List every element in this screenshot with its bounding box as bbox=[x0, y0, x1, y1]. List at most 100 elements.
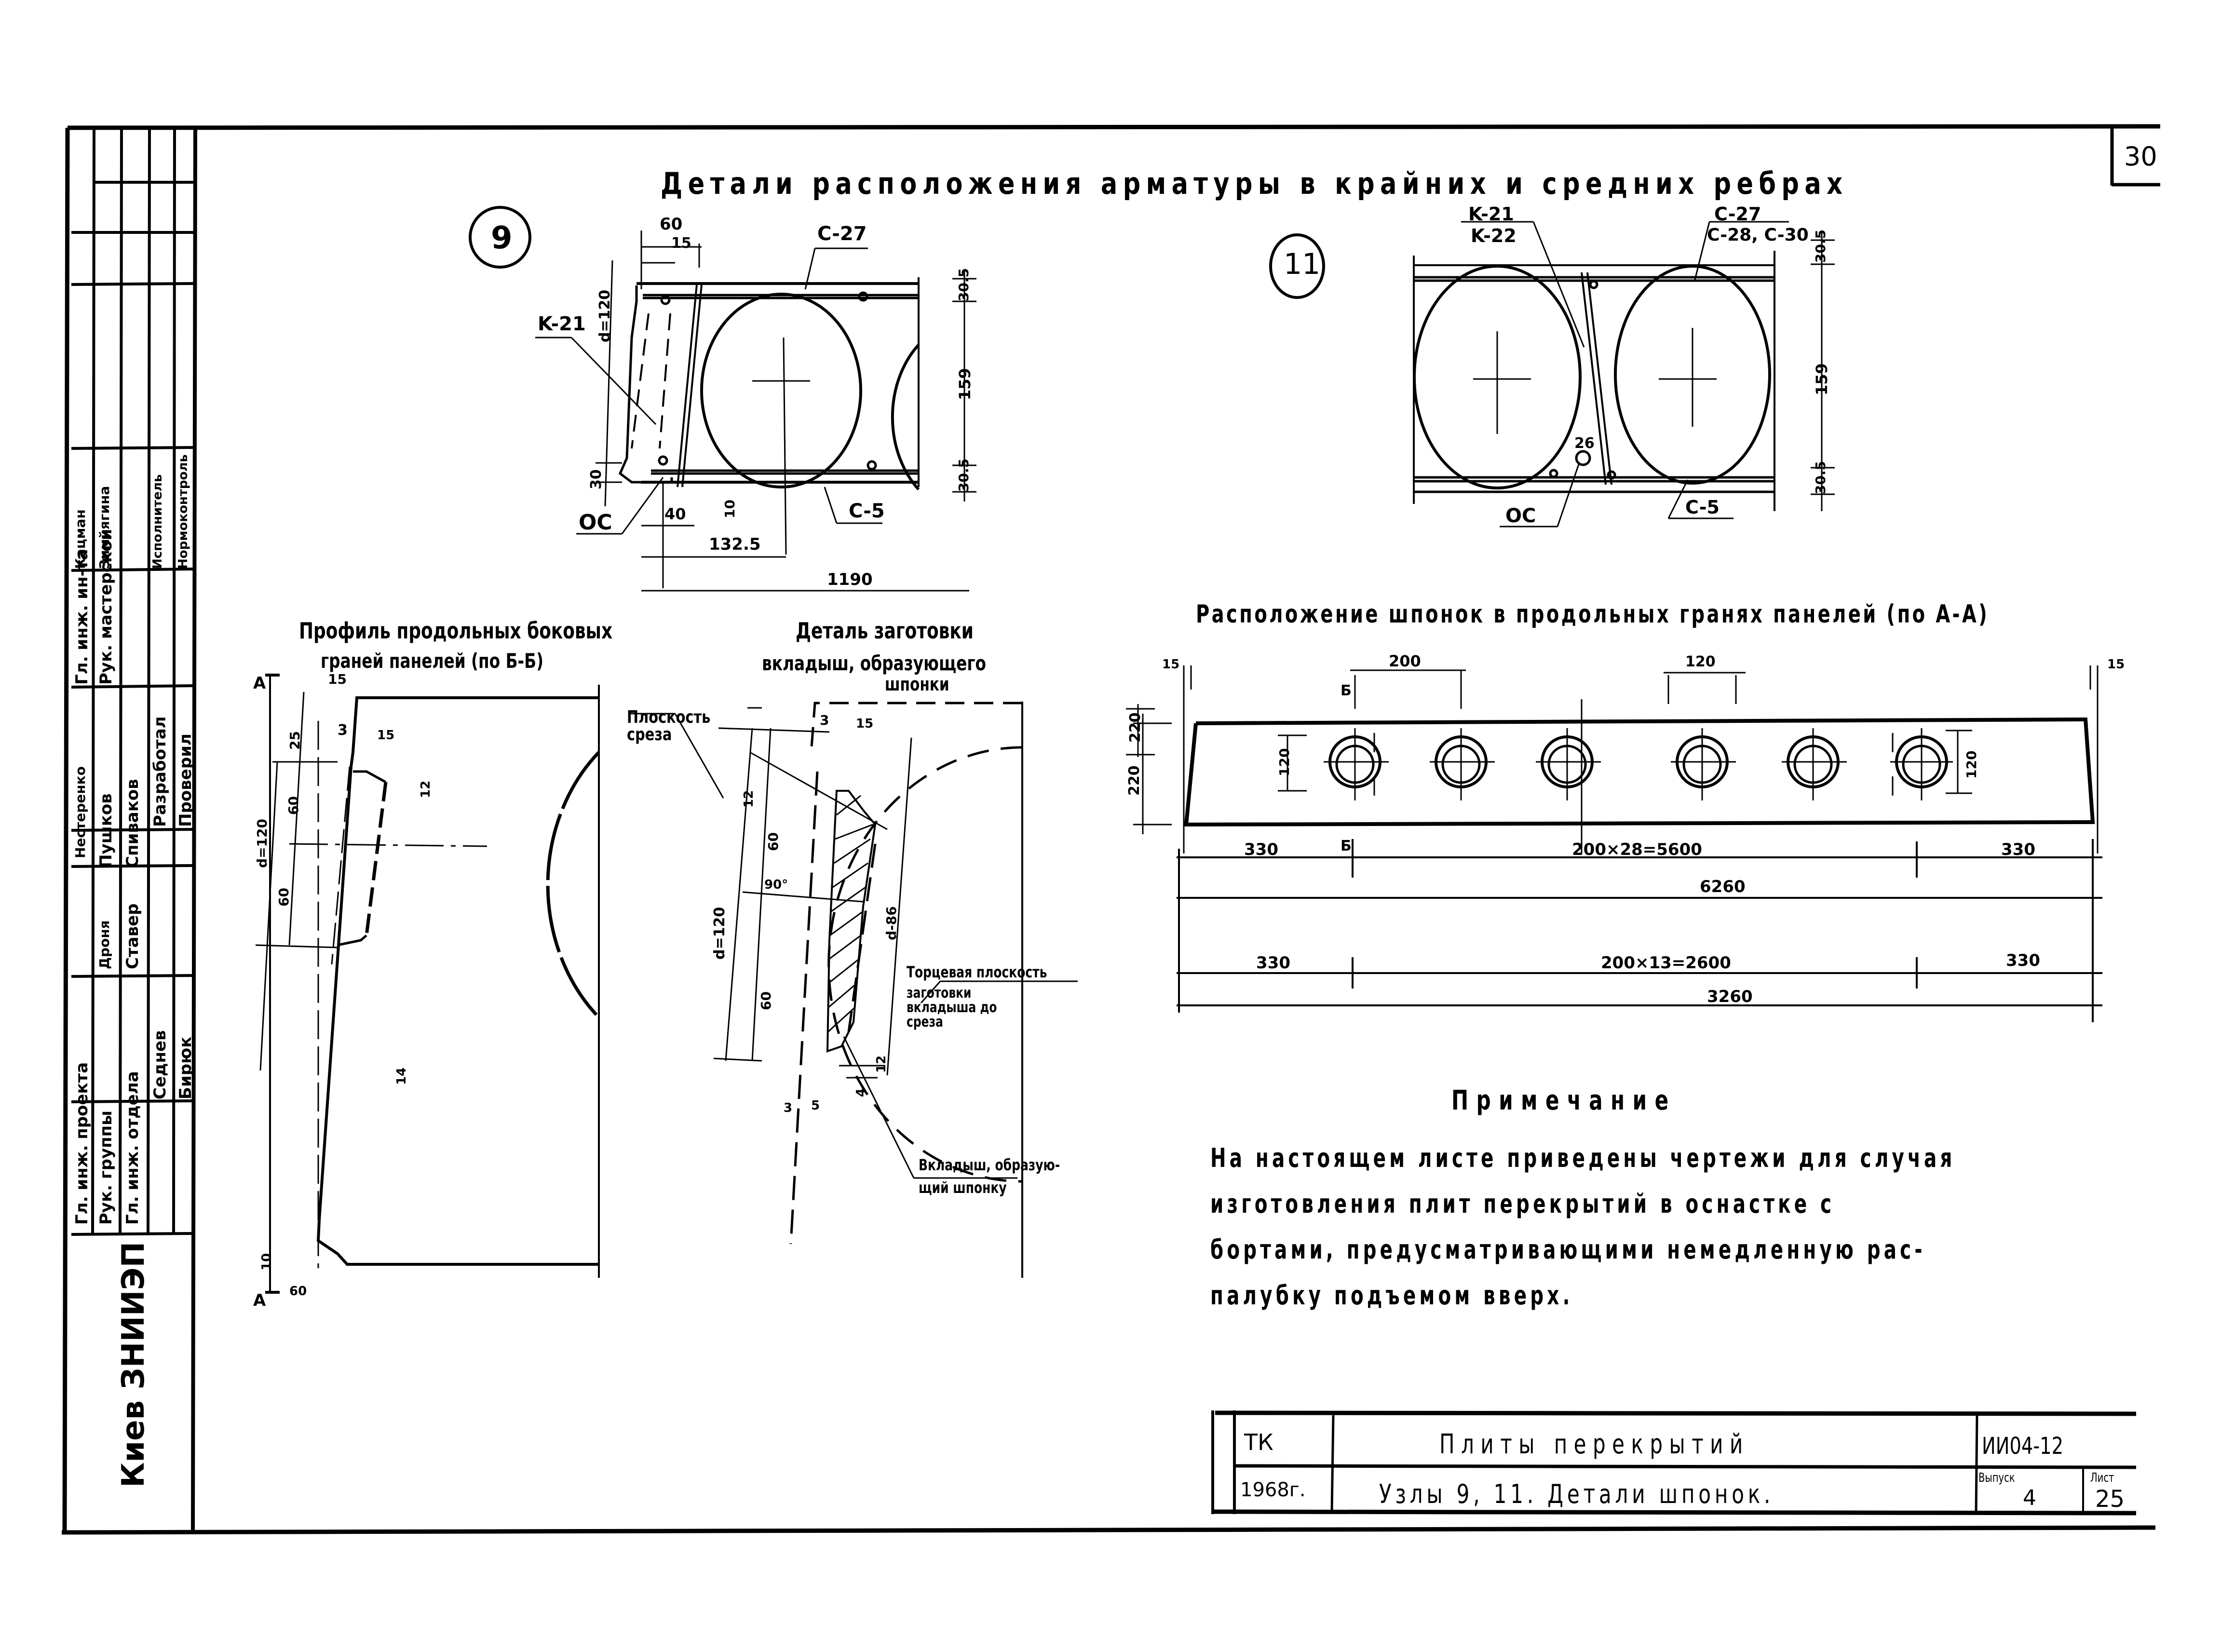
blank-dim-60-top: 60 bbox=[765, 832, 781, 851]
title-block-sheet-label: Лист bbox=[2090, 1471, 2114, 1485]
blank-dim-220: 220 bbox=[1127, 712, 1144, 743]
keys-dim-15-left: 15 bbox=[1162, 657, 1180, 672]
node-11-callout-c27: C-27 bbox=[1714, 203, 1761, 225]
node-11-drawing bbox=[1269, 221, 1835, 528]
keys-dim-dia-right: 120 bbox=[1964, 750, 1979, 779]
profile-dim-12: 12 bbox=[419, 780, 433, 798]
keys-row1-right: 330 bbox=[2001, 840, 2035, 859]
stamp-role-3: Гл. инж. проекта bbox=[72, 1062, 92, 1225]
node-9-dim-1325: 132.5 bbox=[709, 535, 761, 554]
stamp-right-name-2: Зимнягина bbox=[96, 486, 112, 569]
title-block-subtitle: Узлы 9, 11. Детали шпонок. bbox=[1379, 1479, 1774, 1509]
keys-section-mark-top: Б bbox=[1341, 682, 1352, 699]
blank-label-end-plane-2: заготовки вкладыша до среза bbox=[907, 985, 997, 1030]
blank-dim-4: 4 bbox=[854, 1088, 868, 1097]
node-11-callout-oc: OC bbox=[1505, 505, 1536, 527]
blank-dim-d86: d-86 bbox=[883, 906, 899, 940]
profile-section-mark-top: А bbox=[253, 674, 266, 693]
node-9-dim-60: 60 bbox=[660, 215, 683, 234]
node-9-dim-15: 15 bbox=[671, 235, 691, 252]
node-9-callout-k21: K-21 bbox=[538, 313, 586, 335]
stamp-name-2: Пушков bbox=[96, 793, 116, 868]
keys-title: Расположение шпонок в продольных гранях … bbox=[1196, 600, 1990, 629]
profile-dim-60-top: 60 bbox=[285, 796, 301, 815]
title-block-title: Плиты перекрытий bbox=[1439, 1429, 1749, 1460]
profile-dim-10: 10 bbox=[259, 1253, 274, 1271]
profile-dim-60b: 60 bbox=[289, 1284, 307, 1299]
keys-dim-dia-left: 120 bbox=[1276, 748, 1292, 776]
node-9-dim-right-top: 30.5 bbox=[956, 268, 972, 301]
node-9-dim-1190: 1190 bbox=[827, 570, 873, 589]
blank-dim-12-top: 12 bbox=[742, 790, 756, 808]
title-block-code: ИИ04-12 bbox=[1982, 1433, 2064, 1460]
blank-dim-60-bot: 60 bbox=[758, 991, 774, 1010]
node-11-dim-right-mid: 159 bbox=[1813, 363, 1831, 395]
keys-panel-drawing bbox=[1133, 665, 2102, 1022]
title-block-org: ТК bbox=[1244, 1429, 1273, 1455]
keys-row1-left: 330 bbox=[1244, 840, 1278, 859]
stamp-archive: Киев ЗНИИЭП bbox=[116, 1241, 151, 1488]
profile-dim-15b: 15 bbox=[377, 728, 395, 743]
blank-title-line3: шпонки bbox=[885, 674, 949, 695]
title-block-year: 1968г. bbox=[1240, 1479, 1306, 1501]
node-9-dim-30: 30 bbox=[588, 469, 605, 489]
node-11-callout-c28-c30: C-28, C-30 bbox=[1707, 225, 1809, 245]
node-11-dim-right-bot: 30.5 bbox=[1813, 460, 1828, 494]
stamp-right-name-4: Дроня bbox=[96, 920, 112, 969]
profile-section-mark-bottom: А bbox=[253, 1291, 266, 1310]
node-9-dim-right-mid: 159 bbox=[956, 368, 974, 400]
stamp-right-name-1: Кацман bbox=[72, 509, 88, 569]
keys-section-mark-bottom: Б bbox=[1341, 838, 1352, 854]
blank-dim-d120: d=120 bbox=[711, 907, 728, 960]
profile-dim-60-bot: 60 bbox=[276, 888, 292, 907]
note-body: На настоящем листе приведены чертежи для… bbox=[1210, 1143, 2078, 1316]
note-line-2: изготовления плит перекрытий в оснастке … bbox=[1210, 1189, 1835, 1219]
blank-dim-angle: 90° bbox=[764, 878, 788, 892]
node-9-label: 9 bbox=[491, 220, 513, 256]
stamp-right-name-3: Нестеренко bbox=[72, 766, 88, 858]
stamp-name-3: Ставер bbox=[123, 903, 142, 969]
profile-dim-15: 15 bbox=[328, 671, 347, 687]
profile-dim-3: 3 bbox=[338, 722, 348, 739]
stamp-grid bbox=[71, 127, 196, 1236]
blank-dim-3-bot: 3 bbox=[784, 1101, 793, 1115]
keys-row2-mid: 200×13=2600 bbox=[1601, 953, 1731, 973]
node-9-callout-c27: C-27 bbox=[817, 223, 867, 245]
blank-label-cut-plane: Плоскость среза bbox=[627, 707, 711, 745]
blank-label-insert-1: Вкладыш, образую- bbox=[919, 1156, 1060, 1174]
node-9-callout-c5: C-5 bbox=[849, 500, 885, 522]
note-line-4: палубку подъемом вверх. bbox=[1210, 1280, 1573, 1311]
node-11-label: 11 bbox=[1284, 247, 1321, 281]
main-title: Детали расположения арматуры в крайних и… bbox=[661, 166, 1848, 201]
title-block-sheet: 25 bbox=[2095, 1486, 2125, 1513]
node-9-dim-40: 40 bbox=[664, 505, 686, 523]
blank-drawing bbox=[629, 702, 1155, 1278]
profile-dim-14: 14 bbox=[394, 1067, 409, 1085]
keys-dim-pitch: 200 bbox=[1389, 652, 1421, 670]
node-9-dim-10: 10 bbox=[722, 500, 738, 518]
note-line-1: На настоящем листе приведены чертежи для… bbox=[1210, 1143, 1956, 1173]
node-9-dim-d: d=120 bbox=[596, 289, 613, 342]
stamp-right-role-4: Нормоконтроль bbox=[176, 454, 190, 569]
blank-label-end-plane-1: Торцевая плоскость bbox=[907, 963, 1047, 981]
node-11-callout-k22: K-22 bbox=[1471, 225, 1517, 246]
blank-dim-15: 15 bbox=[856, 717, 874, 731]
stamp-role-4: Рук. группы bbox=[96, 1110, 116, 1225]
stamp-name-1: Спиваков bbox=[123, 779, 142, 868]
blank-dim-12-bot: 12 bbox=[874, 1055, 889, 1073]
blank-title-line2: вкладыш, образующего bbox=[762, 651, 987, 675]
key-rings bbox=[1328, 735, 1948, 788]
blank-dim-5-bot: 5 bbox=[811, 1098, 820, 1113]
profile-dim-d: d=120 bbox=[254, 819, 270, 868]
node-11-callout-k21: K-21 bbox=[1468, 203, 1514, 225]
node-11-dim-26: 26 bbox=[1574, 435, 1595, 452]
note-heading: Примечание bbox=[1451, 1085, 1677, 1116]
title-block-issue: 4 bbox=[2023, 1486, 2036, 1510]
stamp-role-5: Гл. инж. отдела bbox=[123, 1071, 142, 1225]
keys-row2-total: 3260 bbox=[1707, 987, 1753, 1006]
keys-row2-left: 330 bbox=[1256, 953, 1290, 973]
keys-dim-15-right: 15 bbox=[2107, 657, 2125, 672]
keys-row1-total: 6260 bbox=[1700, 877, 1746, 896]
keys-dim-center-gap: 120 bbox=[1685, 653, 1716, 670]
